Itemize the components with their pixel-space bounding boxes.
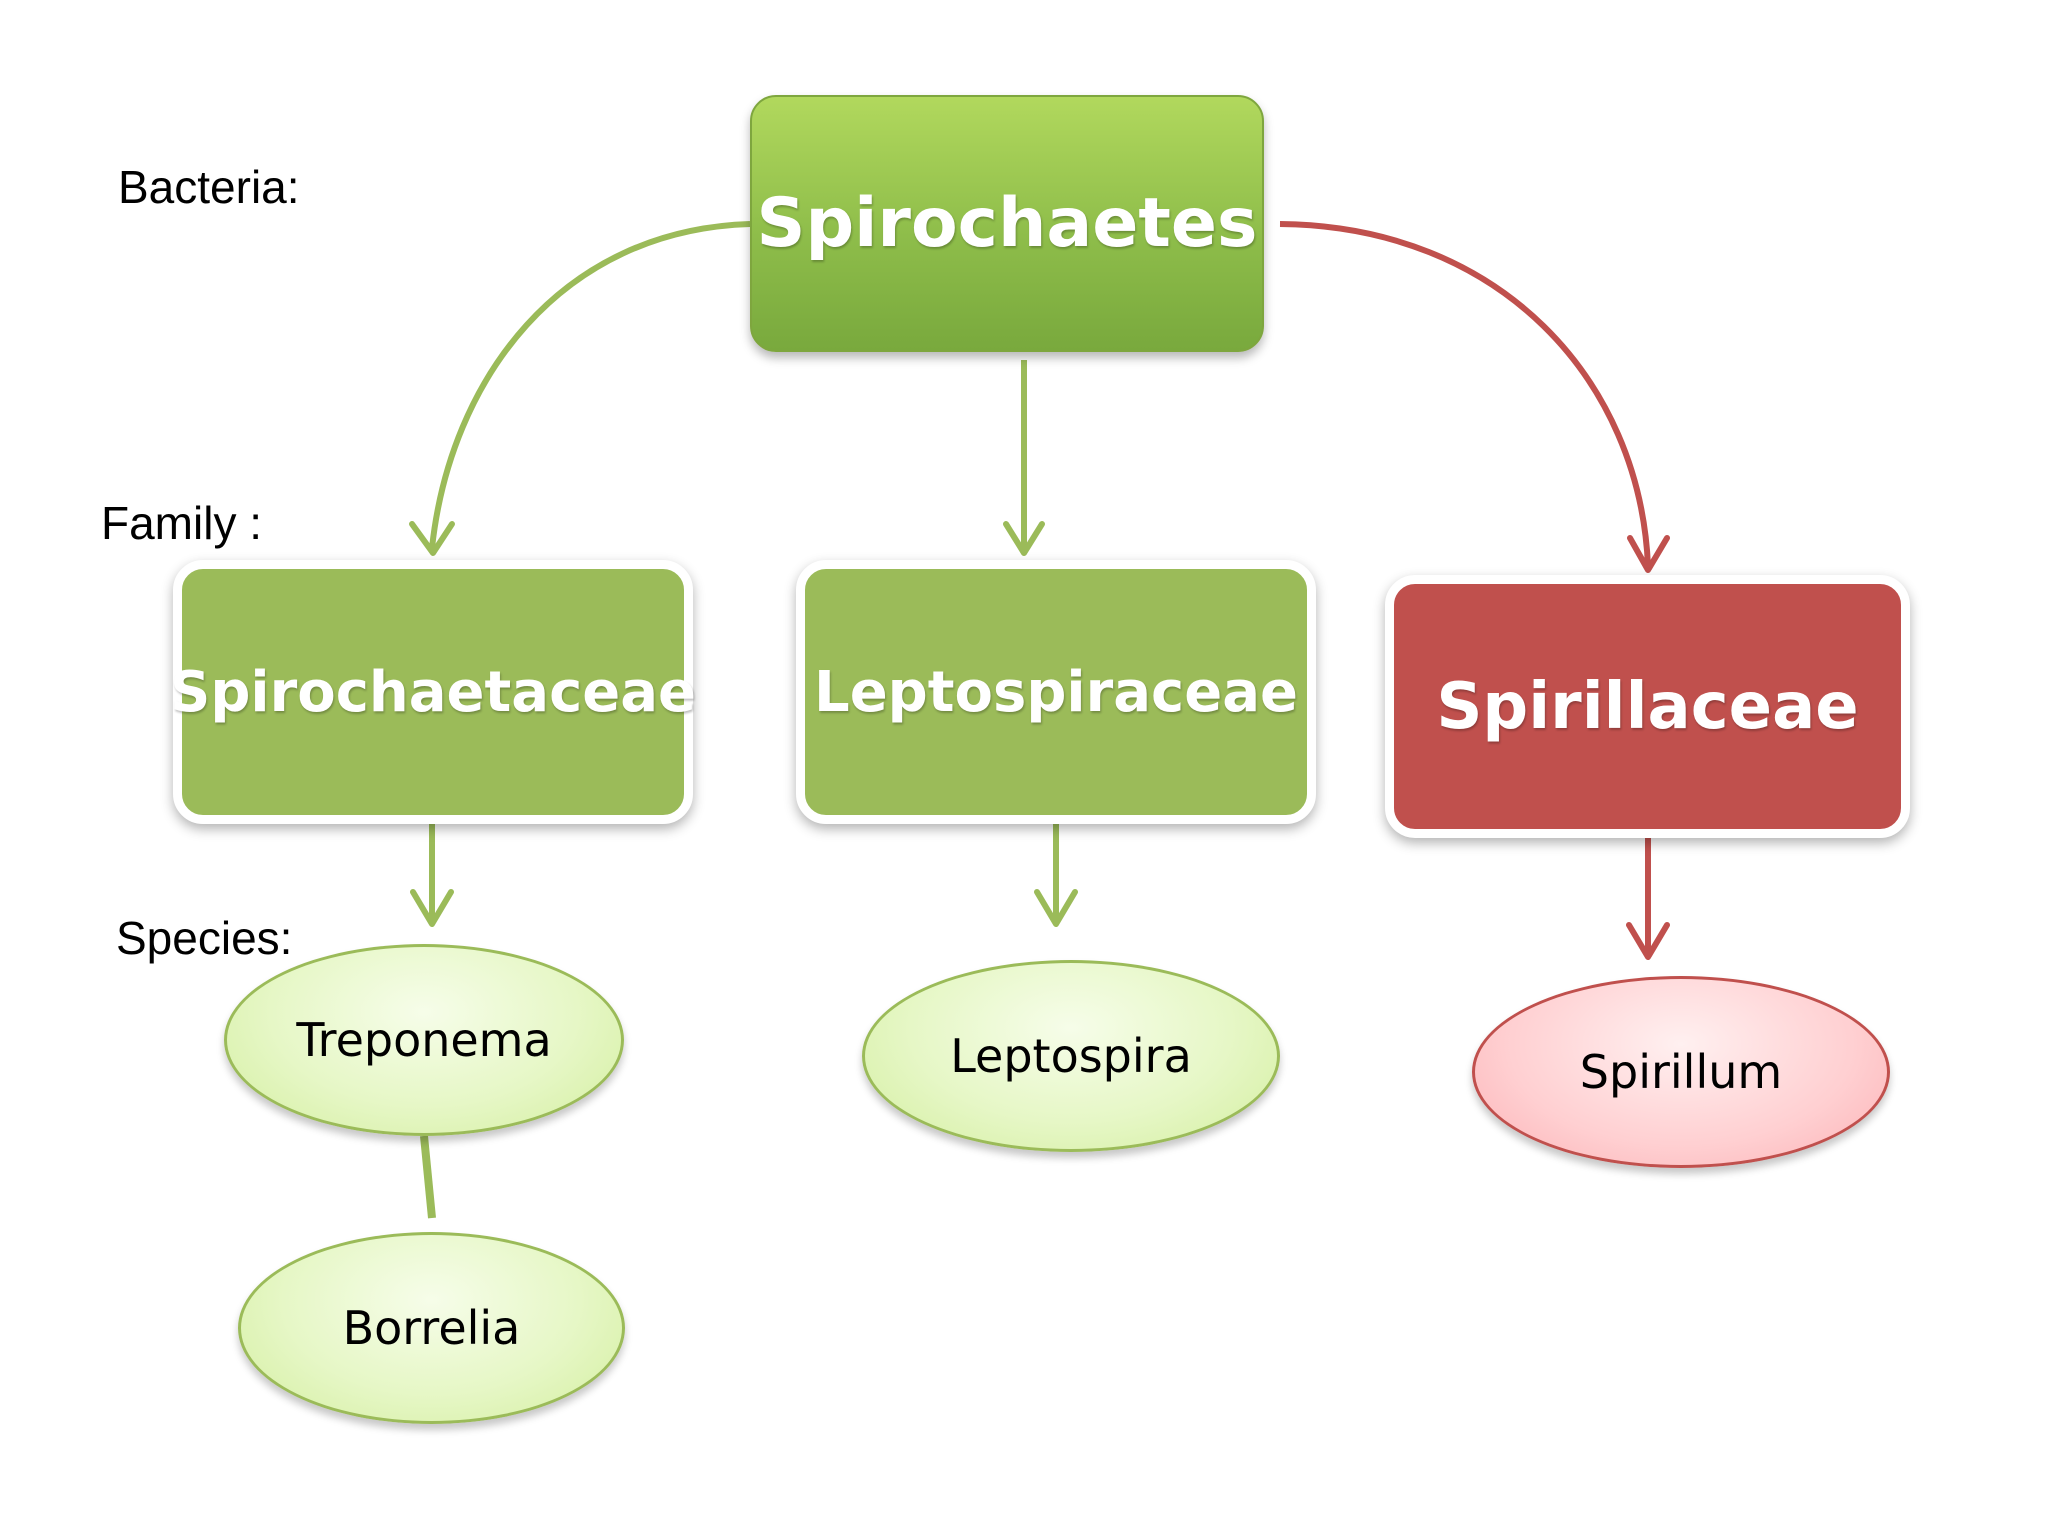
node-spirillaceae-label: Spirillaceae <box>1436 669 1859 744</box>
node-spirochaetaceae-label: Spirochaetaceae <box>169 659 697 725</box>
node-spirillum: Spirillum <box>1472 976 1890 1168</box>
connector-root-to-spirochaetaceae <box>409 221 751 556</box>
connector-spirillaceae-to-spirillum <box>1626 832 1670 960</box>
node-spirochaetaceae: Spirochaetaceae <box>169 560 697 824</box>
connector-root-to-leptospiraceae <box>1003 360 1045 556</box>
node-leptospira-label: Leptospira <box>950 1029 1192 1083</box>
node-spirochaetes: Spirochaetes <box>750 95 1264 352</box>
node-borrelia: Borrelia <box>238 1232 625 1424</box>
connector-root-to-spirillaceae <box>1279 221 1670 573</box>
node-spirillum-label: Spirillum <box>1579 1045 1783 1099</box>
node-leptospiraceae-label: Leptospiraceae <box>814 659 1298 725</box>
node-leptospira: Leptospira <box>862 960 1280 1152</box>
node-spirochaetes-label: Spirochaetes <box>756 184 1258 263</box>
level-label-bacteria: Bacteria: <box>118 161 300 213</box>
connector-treponema-to-borrelia <box>420 1135 436 1219</box>
connector-spirochaetaceae-to-treponema <box>410 818 454 927</box>
node-spirillaceae: Spirillaceae <box>1385 575 1910 838</box>
node-treponema: Treponema <box>224 944 624 1136</box>
node-borrelia-label: Borrelia <box>342 1301 521 1355</box>
node-treponema-label: Treponema <box>296 1013 552 1067</box>
node-leptospiraceae: Leptospiraceae <box>796 560 1316 824</box>
level-label-family: Family : <box>101 497 262 549</box>
connector-leptospiraceae-to-leptospira <box>1034 818 1078 927</box>
level-label-species: Species: <box>116 912 293 964</box>
